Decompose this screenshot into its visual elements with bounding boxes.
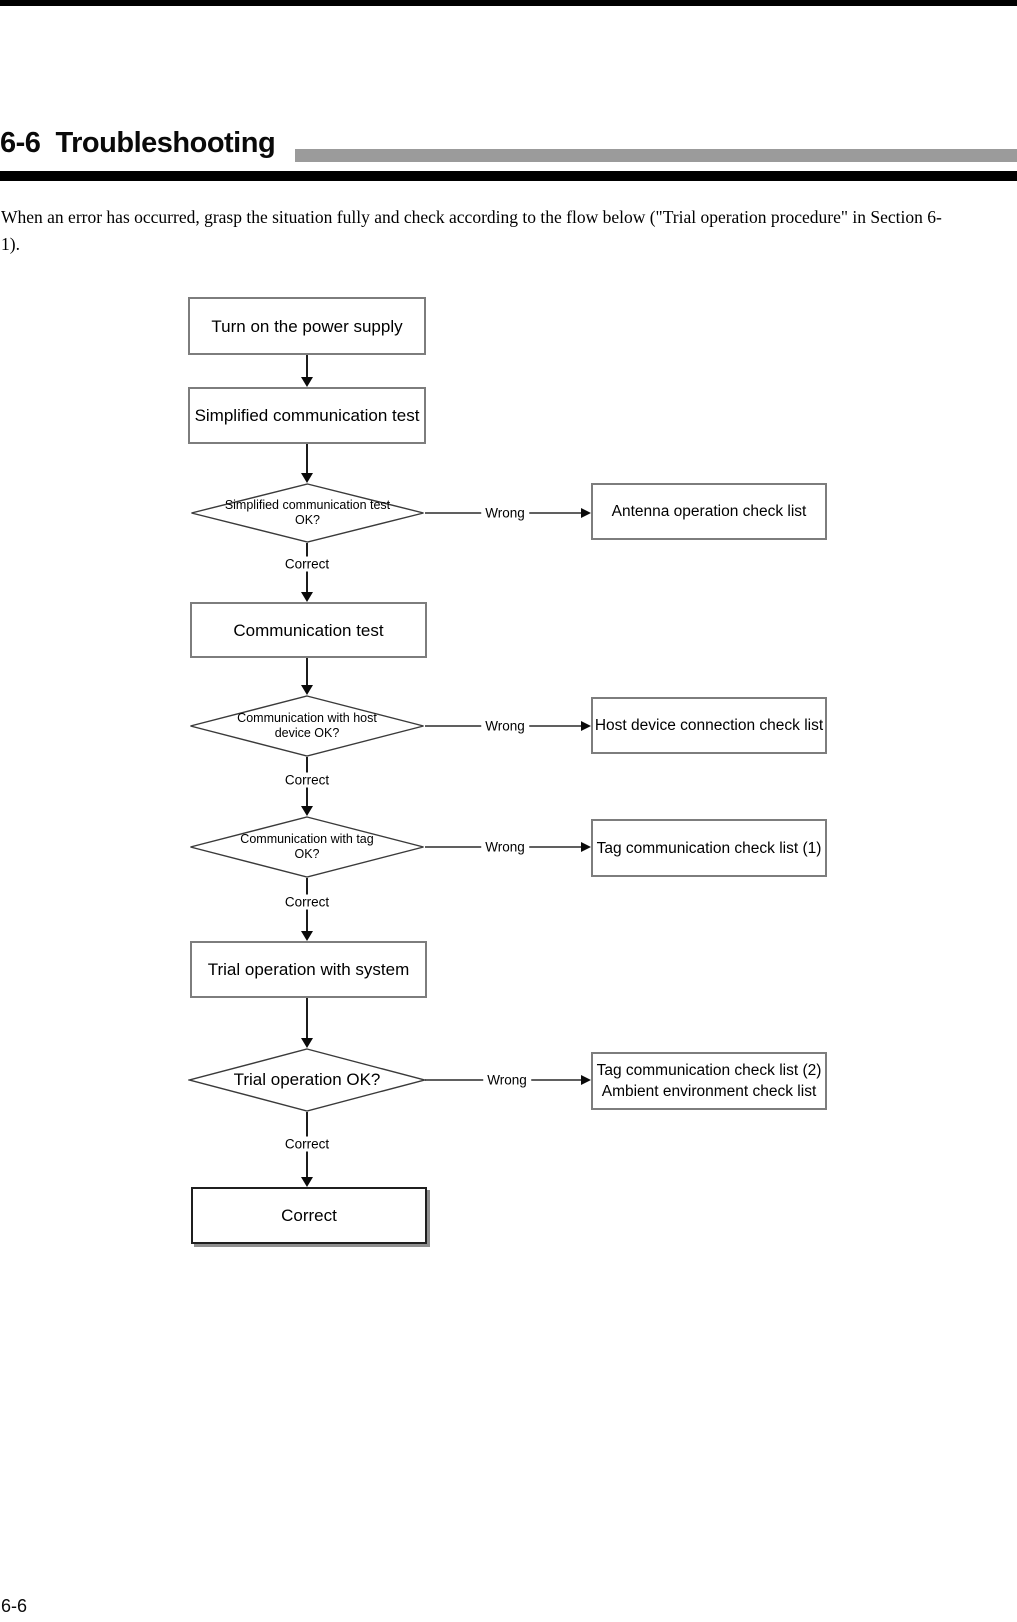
intro-paragraph: When an error has occurred, grasp the si… <box>1 204 1015 258</box>
flow-box-label-line-2: Ambient environment check list <box>601 1083 817 1100</box>
intro-line-2: 1). <box>1 234 20 254</box>
flow-box-label: Correct <box>281 1206 337 1225</box>
down-arrowhead-icon <box>301 806 313 816</box>
right-arrowhead-icon <box>581 508 591 518</box>
down-arrowhead-icon <box>301 592 313 602</box>
decision-label: Trial operation OK? <box>233 1070 381 1089</box>
down-arrowhead-icon <box>301 685 313 695</box>
down-arrowhead-icon <box>301 1038 313 1048</box>
section-heading: 6-6 Troubleshooting <box>0 127 276 159</box>
flow-box-tag-check-list-1: Tag communication check list (1) <box>591 819 827 877</box>
diamond-shape <box>190 695 424 757</box>
diamond-shape <box>190 816 424 878</box>
flow-decision-trial-operation-ok: Trial operation OK? <box>188 1048 426 1112</box>
flow-connector-down <box>306 658 308 689</box>
flow-box-label: Simplified communication test <box>194 406 420 425</box>
heading-gray-underline <box>295 149 1017 162</box>
flow-box-trial-operation: Trial operation with system <box>190 941 427 998</box>
flow-box-label: Trial operation with system <box>207 960 410 979</box>
edge-label-correct: Correct <box>280 894 334 910</box>
edge-label-correct: Correct <box>280 772 334 788</box>
flow-box-tag-check-list-2: Tag communication check list (2) Ambient … <box>591 1052 827 1110</box>
flow-connector-down <box>306 355 308 381</box>
edge-label-correct: Correct <box>280 556 334 572</box>
down-arrowhead-icon <box>301 377 313 387</box>
edge-label-wrong: Wrong <box>481 839 529 855</box>
top-black-bar <box>0 0 1017 6</box>
edge-label-correct: Correct <box>280 1136 334 1152</box>
page-number: 6-6 <box>1 1596 28 1616</box>
flow-box-antenna-check-list: Antenna operation check list <box>591 483 827 540</box>
flow-connector-down <box>306 444 308 477</box>
edge-label-wrong: Wrong <box>481 718 529 734</box>
diamond-shape <box>191 483 424 543</box>
flow-box-label: Tag communication check list (1) <box>596 839 822 857</box>
flow-box-label-line-1: Tag communication check list (2) <box>596 1062 822 1079</box>
flow-box-label: Antenna operation check list <box>611 503 807 520</box>
diamond-shape <box>188 1048 426 1112</box>
flow-box-host-device-check-list: Host device connection check list <box>591 697 827 754</box>
down-arrowhead-icon <box>301 473 313 483</box>
flow-box-label: Turn on the power supply <box>211 316 403 336</box>
right-arrowhead-icon <box>581 842 591 852</box>
right-arrowhead-icon <box>581 721 591 731</box>
intro-line-1: When an error has occurred, grasp the si… <box>1 207 942 227</box>
flow-box-label: Communication test <box>233 620 384 640</box>
right-arrowhead-icon <box>581 1075 591 1085</box>
flow-box-label: Tag communication check list (2) Ambient … <box>597 1060 822 1102</box>
down-arrowhead-icon <box>301 931 313 941</box>
flow-box-label: Host device connection check list <box>594 717 824 734</box>
flow-box-correct-end: Correct <box>191 1187 427 1244</box>
heading-black-rule <box>0 171 1017 181</box>
edge-label-wrong: Wrong <box>483 1072 531 1088</box>
flow-box-turn-on-power: Turn on the power supply <box>188 297 426 355</box>
flow-box-simplified-test: Simplified communication test <box>188 387 426 444</box>
down-arrowhead-icon <box>301 1177 313 1187</box>
flow-connector-down <box>306 998 308 1042</box>
edge-label-wrong: Wrong <box>481 505 529 521</box>
flow-box-communication-test: Communication test <box>190 602 427 658</box>
